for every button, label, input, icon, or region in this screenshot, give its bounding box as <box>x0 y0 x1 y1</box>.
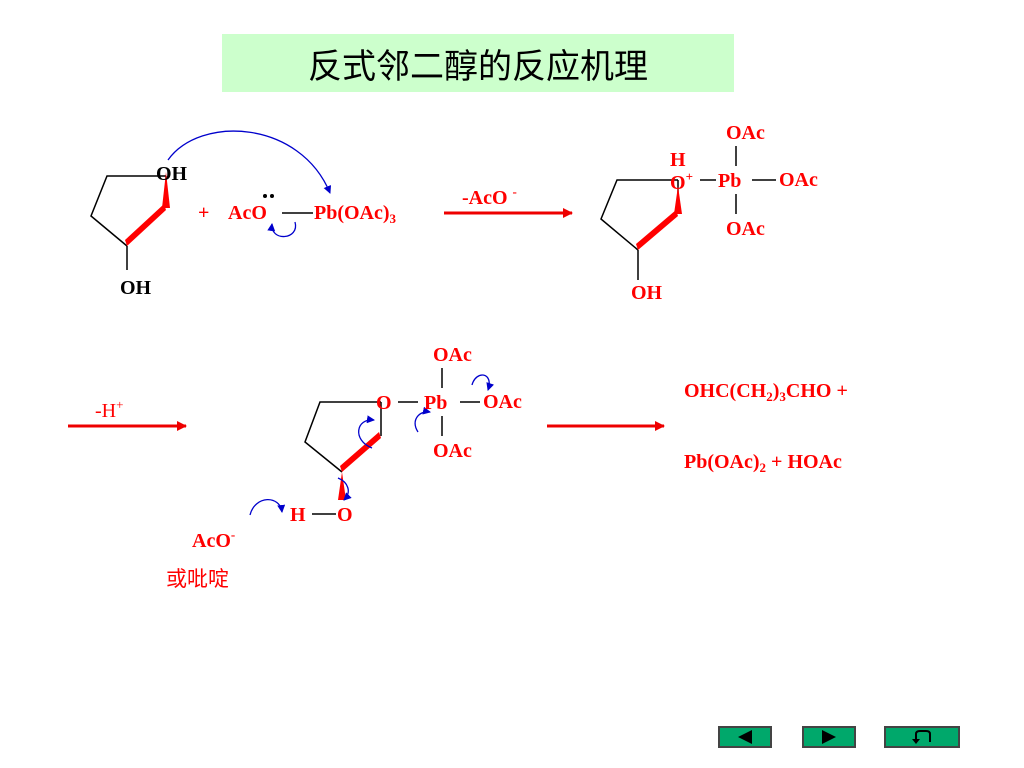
next-arrow-icon <box>822 730 836 744</box>
cyclopentane-ring-3 <box>304 401 382 500</box>
label-lead-reagent: Pb(OAc)3 <box>314 202 397 226</box>
title-box: 反式邻二醇的反应机理 <box>222 34 734 92</box>
label-aco: AcO <box>228 202 267 224</box>
wedge-bond <box>125 204 166 246</box>
lone-pair-dot <box>263 194 267 198</box>
page-title: 反式邻二醇的反应机理 <box>308 46 648 87</box>
curly-arrow-o-pb <box>414 406 431 433</box>
curly-arrow-o-h <box>337 477 352 501</box>
label-oac-top-2: OAc <box>433 344 472 366</box>
cyclopentane-ring-1 <box>90 172 170 270</box>
label-alt-base: 或吡啶 <box>166 567 229 591</box>
label-h: H <box>670 149 686 171</box>
curly-arrow-ring <box>358 415 375 449</box>
curly-arrow-leave <box>267 221 297 238</box>
return-button[interactable] <box>884 726 960 748</box>
label-oh-bottom: OH <box>120 277 152 299</box>
return-arrow-icon <box>912 730 931 744</box>
label-oac-top: OAc <box>726 122 765 144</box>
label-oac-right-2: OAc <box>483 391 522 413</box>
prev-button[interactable] <box>718 726 772 748</box>
label-oac-right: OAc <box>779 169 818 191</box>
label-oh-bottom-2: OH <box>631 282 663 304</box>
label-h-2: H <box>290 504 306 526</box>
label-pb: Pb <box>718 170 742 192</box>
label-oac-bottom-2: OAc <box>433 440 472 462</box>
curly-arrow-base <box>249 498 286 516</box>
label-step-2: -H+ <box>95 397 124 422</box>
wedge-bond-oh <box>162 172 170 208</box>
next-button[interactable] <box>802 726 856 748</box>
label-oh-top: OH <box>156 163 188 185</box>
label-pb-2: Pb <box>424 392 448 414</box>
label-oac-bottom: OAc <box>726 218 765 240</box>
lone-pair-dot <box>270 194 274 198</box>
curly-arrow-pb <box>471 374 495 391</box>
product-line-2: Pb(OAc)2 + HOAc <box>684 451 842 475</box>
label-o-2: O <box>337 504 353 526</box>
curly-arrow-attack <box>167 130 332 194</box>
product-line-1: OHC(CH2)3CHO + <box>684 380 848 404</box>
label-plus: + <box>198 202 210 224</box>
label-step-1: -AcO - <box>462 184 517 209</box>
label-o: O <box>376 392 392 414</box>
label-o-plus: O+ <box>670 169 693 194</box>
prev-arrow-icon <box>738 730 752 744</box>
cyclopentane-ring-2 <box>600 179 682 280</box>
label-aco-base: AcO- <box>192 527 236 552</box>
